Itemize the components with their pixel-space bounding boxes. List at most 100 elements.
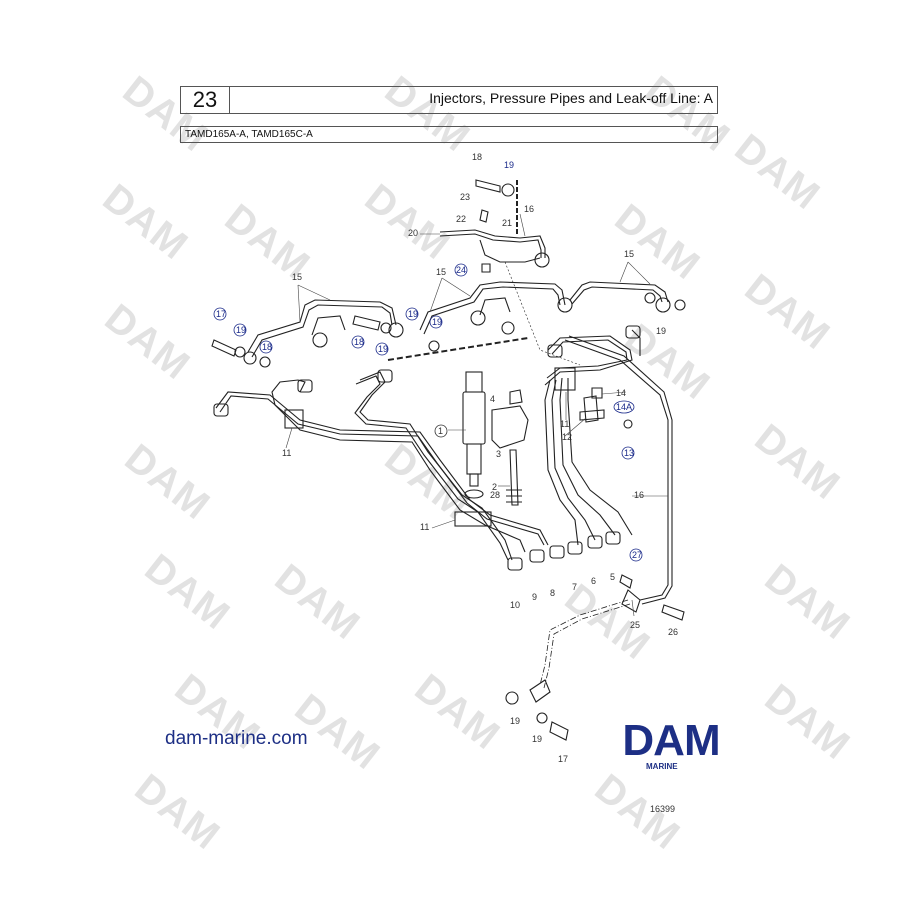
banjo-fitting	[557, 297, 573, 313]
pressure-pipe-bundle-right	[544, 379, 579, 546]
pressure-pipe-15-mid	[419, 281, 566, 331]
callout-11: 11	[420, 522, 429, 532]
pipe-nut	[213, 403, 229, 417]
callout-19: 19	[378, 344, 388, 354]
callout-12: 12	[562, 432, 572, 442]
pressure-pipe-15-right	[569, 281, 669, 303]
callout-circle	[629, 548, 643, 562]
washer-19	[505, 691, 519, 705]
bolt-13	[623, 419, 633, 429]
banjo-fitting	[501, 321, 515, 335]
callout-19: 19	[432, 317, 442, 327]
pipe-nut-8	[549, 545, 565, 559]
callout-circle	[613, 400, 635, 414]
callout-15: 15	[292, 272, 302, 282]
pressure-pipe-left-long-d	[359, 371, 513, 561]
washer-19	[674, 299, 686, 311]
callout-circle	[233, 323, 247, 337]
stud-2	[509, 449, 519, 506]
callout-circle	[434, 424, 448, 438]
pressure-pipe-15-mid-b	[423, 286, 561, 335]
leak-off-line-16-b	[568, 335, 673, 605]
callout-9: 9	[532, 592, 537, 602]
banjo-fitting	[243, 351, 257, 365]
pressure-pipe-inner	[311, 315, 346, 336]
callout-26: 26	[668, 627, 678, 637]
callout-6: 6	[591, 576, 596, 586]
dashed-connector	[387, 337, 529, 361]
clamp-11-center	[454, 511, 492, 527]
callout-15: 15	[624, 249, 634, 259]
callout-23: 23	[460, 192, 470, 202]
pipe-nut	[377, 369, 393, 383]
callout-14A: 14A	[616, 402, 632, 412]
pressure-pipe-15-left-b	[251, 304, 393, 358]
callout-circle	[429, 315, 443, 329]
callout-3: 3	[496, 449, 501, 459]
bolt-26	[661, 604, 685, 621]
callout-25: 25	[630, 620, 640, 630]
callout-15: 15	[436, 267, 446, 277]
banjo-fitting	[312, 332, 328, 348]
injector-nozzle	[466, 443, 482, 475]
callout-circle	[351, 335, 365, 349]
banjo-25	[621, 589, 641, 613]
pressure-pipe-left-long-c	[271, 379, 526, 553]
callout-1: 1	[438, 426, 443, 436]
injector-tip	[469, 473, 479, 487]
pipe-nut-7	[567, 541, 583, 555]
callout-circle	[213, 307, 227, 321]
seal-ring-28	[464, 489, 484, 499]
nut-24	[481, 263, 491, 273]
dam-marine-logo: DAM MARINE	[604, 716, 738, 780]
callout-19: 19	[532, 734, 542, 744]
bolt-23	[479, 209, 489, 223]
page-header: 23 Injectors, Pressure Pipes and Leak-of…	[180, 86, 718, 114]
logo-subtitle: MARINE	[646, 762, 678, 771]
callout-14: 14	[616, 388, 626, 398]
bracket-12	[583, 395, 599, 423]
pressure-pipe-15-right-b	[571, 286, 663, 305]
injector-holder	[491, 405, 529, 449]
banjo-fitting	[534, 252, 550, 268]
leader-lines	[285, 213, 668, 617]
stud-2-thread	[506, 489, 522, 503]
callout-circle	[621, 446, 635, 460]
pipe-nut	[297, 379, 313, 393]
washer-19	[536, 712, 548, 724]
callout-28: 28	[490, 490, 500, 500]
pipe-nut-5	[605, 531, 621, 545]
callout-5: 5	[610, 572, 615, 582]
pressure-pipe-bundle-right-d	[567, 378, 633, 536]
callout-11: 11	[560, 419, 569, 429]
page-title: Injectors, Pressure Pipes and Leak-off L…	[429, 90, 713, 106]
pressure-pipe-right-set-c	[631, 329, 641, 356]
pipe-nut	[625, 325, 641, 339]
pipe-nut-9	[529, 549, 545, 563]
injector-body	[462, 391, 486, 445]
callout-19: 19	[236, 325, 246, 335]
pressure-pipe-bundle-right-b	[551, 379, 596, 541]
washer-19	[501, 183, 515, 197]
callout-labels: 18 19 23 22 21 16 20 24 15 15 15 17 19 1…	[213, 152, 678, 764]
callout-19: 19	[408, 309, 418, 319]
pipe-drawing	[211, 179, 686, 741]
callout-16: 16	[634, 490, 644, 500]
callout-24: 24	[456, 265, 466, 275]
callout-17: 17	[558, 754, 568, 764]
callout-7: 7	[572, 582, 577, 592]
clamp-11-left	[284, 409, 304, 429]
callout-11: 11	[282, 448, 291, 458]
callout-18: 18	[354, 337, 364, 347]
banjo-fitting	[388, 322, 404, 338]
pressure-pipe-15-left	[247, 299, 397, 353]
banjo-bolt-18-top	[475, 179, 501, 193]
pipe-nut-6	[587, 535, 603, 549]
pressure-pipe-left-long	[215, 391, 549, 546]
washer-19	[428, 340, 440, 352]
page-number: 23	[181, 87, 230, 113]
pressure-pipe-mid-inner	[479, 297, 511, 316]
site-url: dam-marine.com	[165, 728, 308, 749]
pressure-pipe-bundle-right-c	[559, 377, 616, 536]
